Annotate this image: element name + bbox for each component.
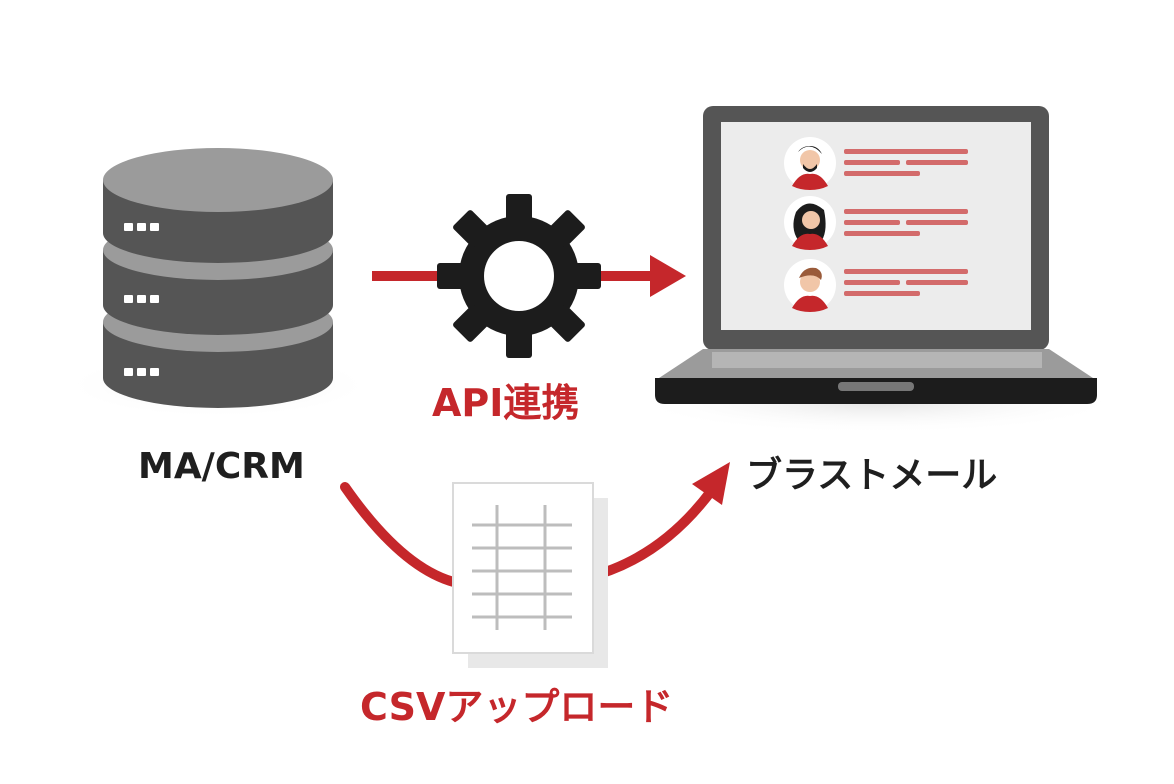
spreadsheet-icon	[452, 482, 608, 668]
person-avatar-icon	[784, 259, 836, 312]
person-avatar-icon	[784, 137, 836, 190]
person-avatar-icon	[784, 196, 836, 250]
database-icon	[63, 148, 373, 418]
laptop-icon	[627, 106, 1127, 434]
api-edge-label: API連携	[432, 381, 580, 425]
contact-row	[784, 137, 968, 190]
csv-edge-label: CSVアップロード	[360, 685, 674, 729]
target-node-label: ブラストメール	[746, 455, 998, 496]
gear-icon	[437, 194, 601, 358]
contact-row	[784, 196, 968, 250]
contact-row	[784, 259, 968, 312]
source-node-label: MA/CRM	[138, 446, 305, 487]
